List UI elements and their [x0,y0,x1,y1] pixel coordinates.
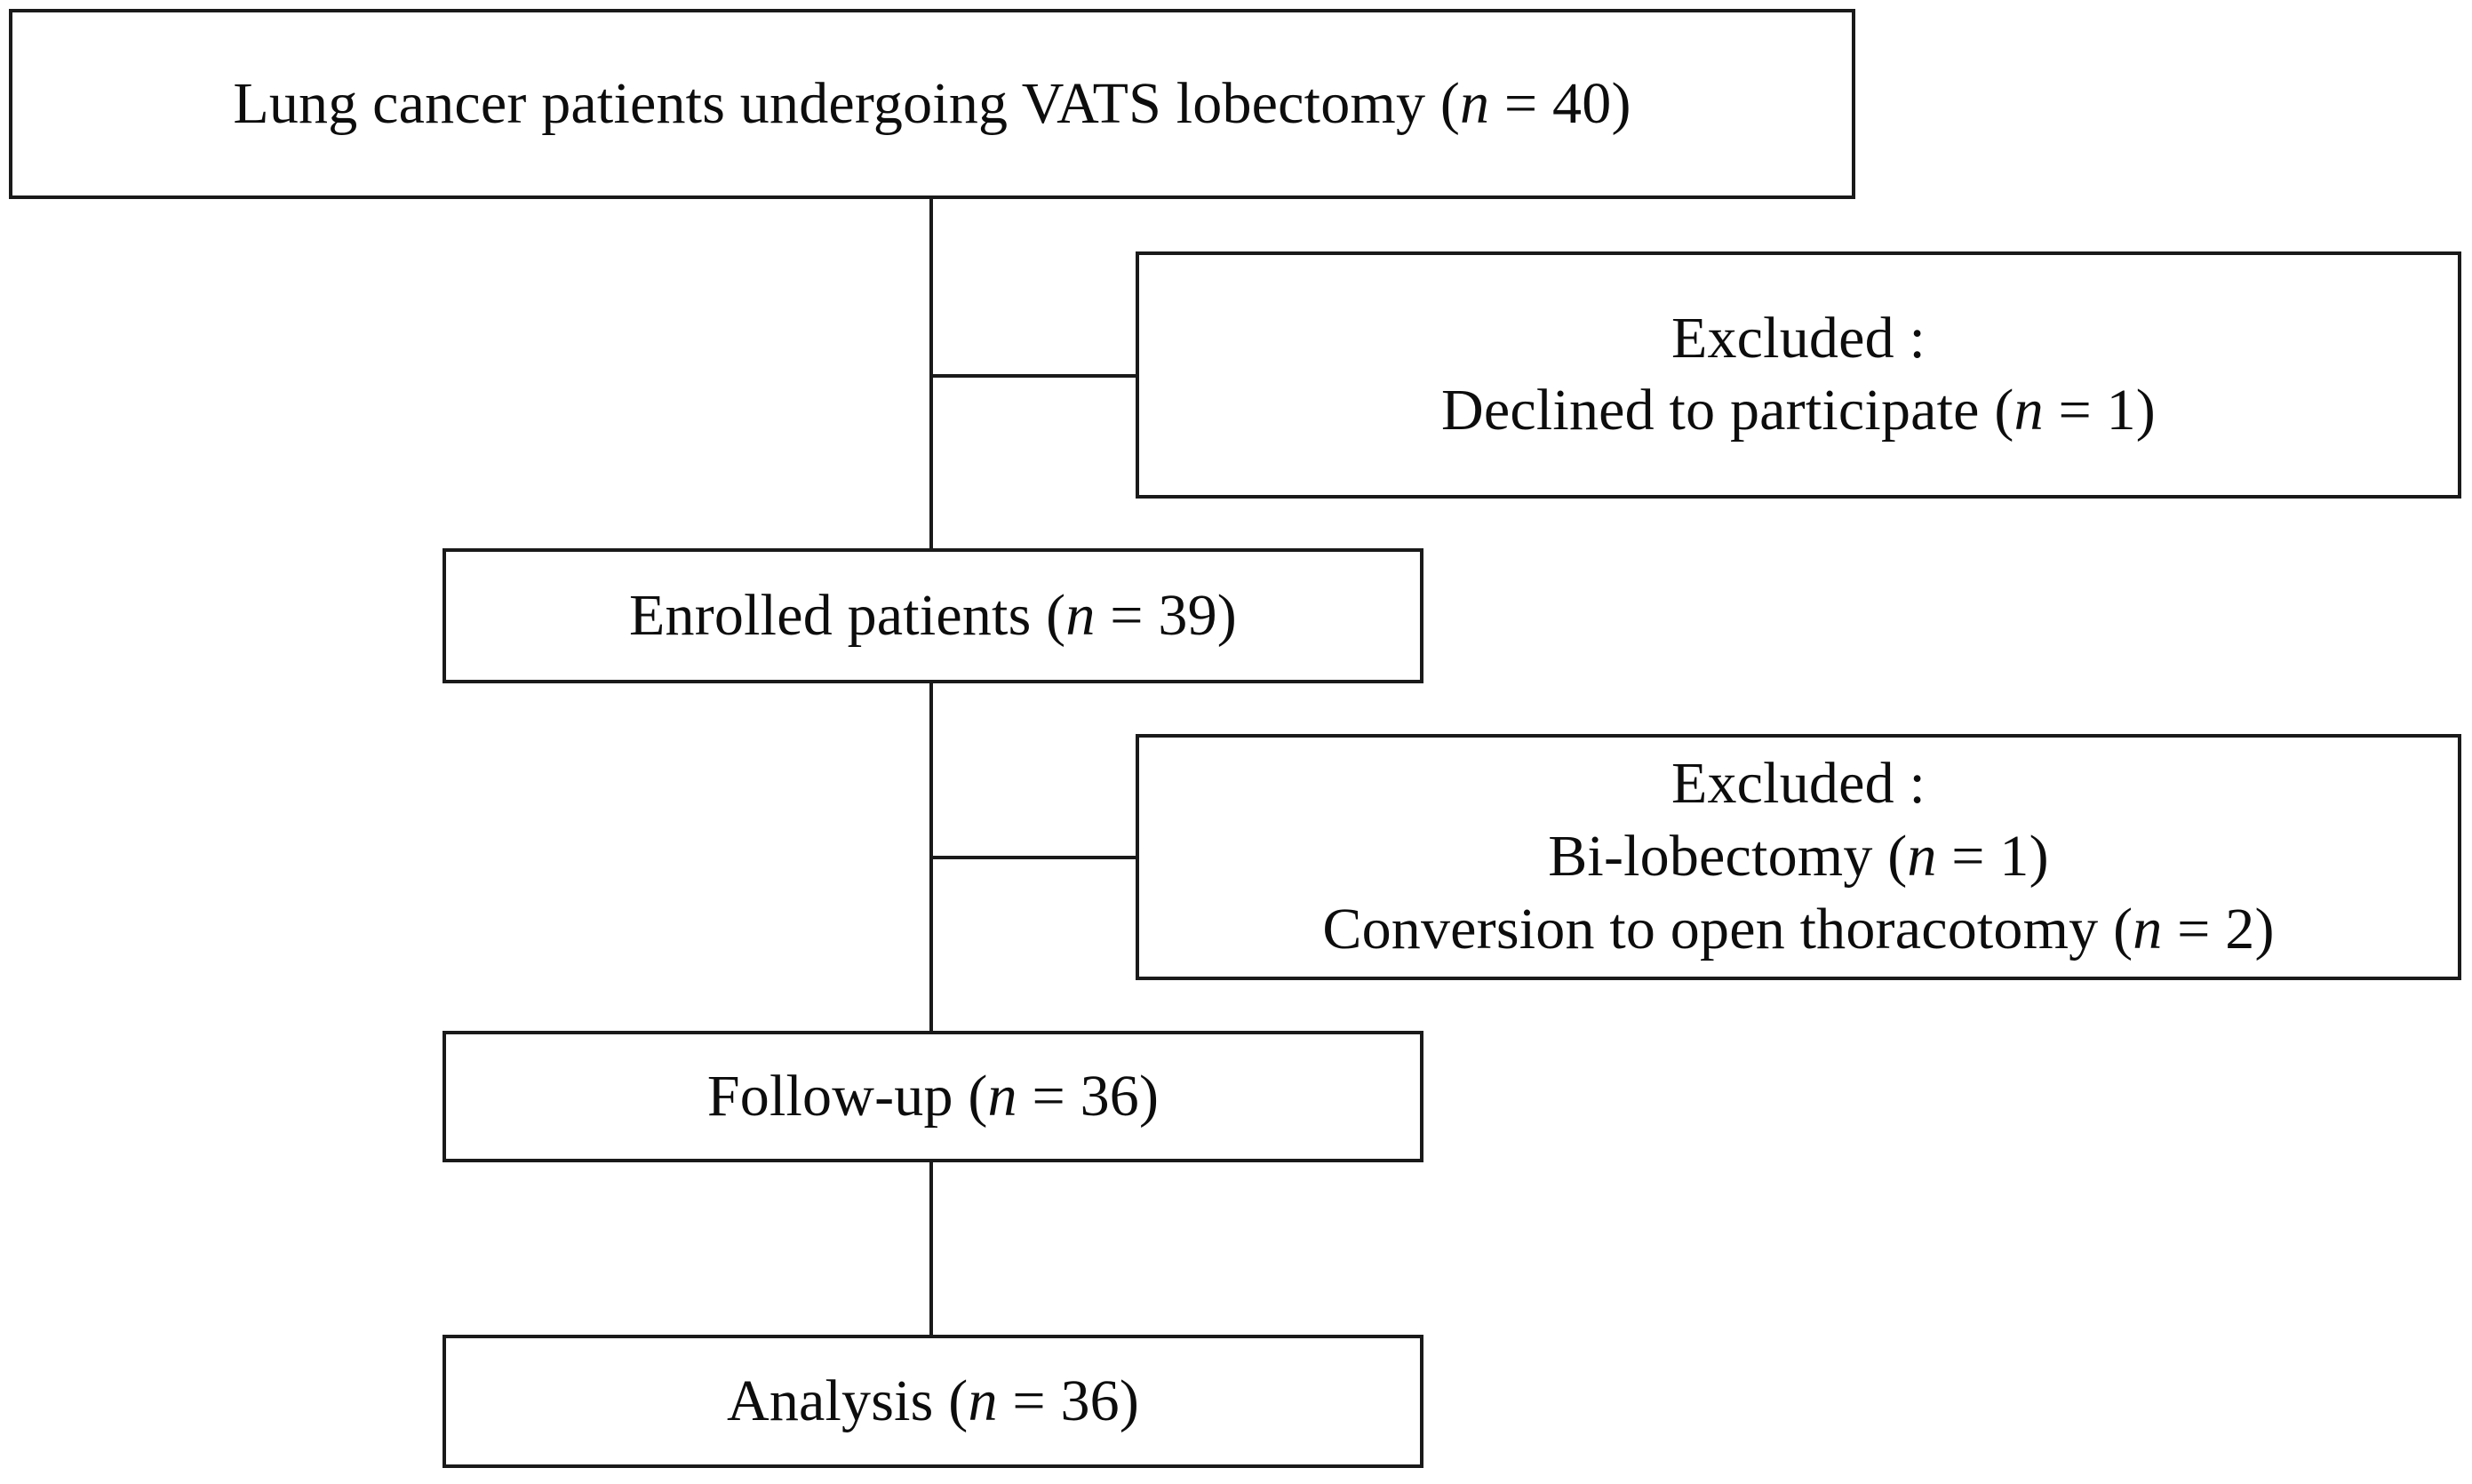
node-excluded-second-line-2: Bi-lobectomy (n = 1) [1548,823,2049,889]
node-follow-up-line-1: Follow-up (n = 36) [706,1063,1160,1129]
italic-n-symbol: n [1907,823,1937,889]
node-analysis-line-1: Analysis (n = 36) [726,1368,1140,1433]
node-screened: Lung cancer patients undergoing VATS lob… [9,9,1855,199]
node-analysis: Analysis (n = 36) [443,1335,1423,1468]
node-enrolled-line-1: Enrolled patients (n = 39) [629,582,1237,648]
connector-to-excluded-second [929,856,1137,859]
node-excluded-first: Excluded : Declined to participate (n = … [1136,251,2461,499]
italic-n-symbol: n [2133,896,2163,961]
italic-n-symbol: n [1460,70,1490,136]
italic-n-symbol: n [968,1368,998,1433]
node-excluded-first-line-1: Excluded : [1671,305,1926,371]
italic-n-symbol: n [2013,378,2044,443]
node-excluded-second-line-3: Conversion to open thoracotomy (n = 2) [1322,896,2275,961]
node-screened-line-1: Lung cancer patients undergoing VATS lob… [233,70,1631,136]
connector-to-excluded-first [929,374,1137,378]
node-excluded-second: Excluded : Bi-lobectomy (n = 1) Conversi… [1136,734,2461,980]
node-excluded-first-line-2: Declined to participate (n = 1) [1441,378,2156,443]
italic-n-symbol: n [987,1063,1017,1129]
connector-followup-to-analysis [929,1160,933,1337]
node-follow-up: Follow-up (n = 36) [443,1031,1423,1162]
node-enrolled: Enrolled patients (n = 39) [443,548,1423,683]
italic-n-symbol: n [1065,582,1096,648]
node-excluded-second-line-1: Excluded : [1671,751,1926,817]
